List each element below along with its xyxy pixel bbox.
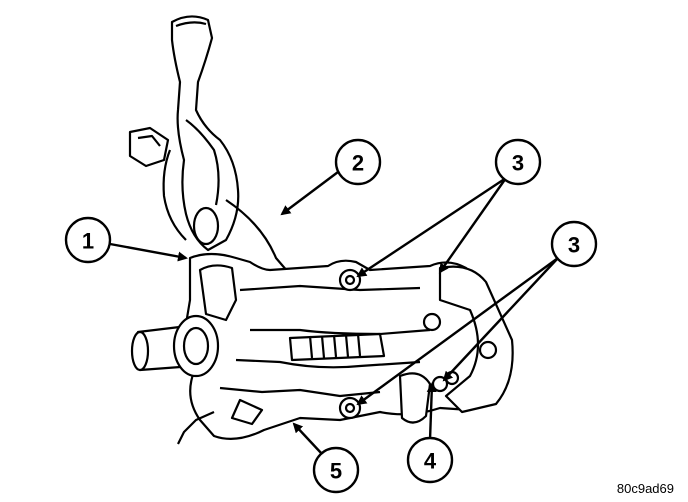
- steering-shaft-end: [130, 314, 220, 378]
- bolt-right-1: [422, 312, 442, 332]
- svg-text:1: 1: [82, 229, 94, 254]
- callout-2: 2: [334, 138, 382, 186]
- svg-text:2: 2: [352, 151, 364, 176]
- leader-1: [109, 242, 188, 262]
- leader-3a: [356, 176, 507, 278]
- figure-code: 80c9ad69: [616, 481, 674, 496]
- column-assembly: [128, 15, 514, 445]
- wire-harness: [177, 410, 215, 445]
- svg-text:3: 3: [568, 233, 580, 258]
- callout-3-right: 3: [550, 220, 598, 268]
- callout-1: 1: [64, 216, 112, 264]
- leader-lines: [109, 171, 559, 455]
- callouts: 1 2 3 3 4 5: [64, 138, 598, 494]
- leader-2: [280, 171, 339, 216]
- leader-3c: [356, 257, 559, 406]
- svg-text:3: 3: [512, 151, 524, 176]
- callout-3-top: 3: [494, 138, 542, 186]
- shift-lever: [128, 15, 240, 252]
- leader-5: [292, 422, 323, 455]
- leader-4: [426, 382, 437, 441]
- callout-5: 5: [312, 446, 360, 494]
- callout-4: 4: [406, 436, 454, 484]
- intermediate-shaft: [288, 332, 386, 362]
- svg-text:5: 5: [330, 459, 342, 484]
- svg-text:4: 4: [424, 449, 437, 474]
- leader-3d: [442, 257, 559, 382]
- leader-3b: [438, 177, 507, 274]
